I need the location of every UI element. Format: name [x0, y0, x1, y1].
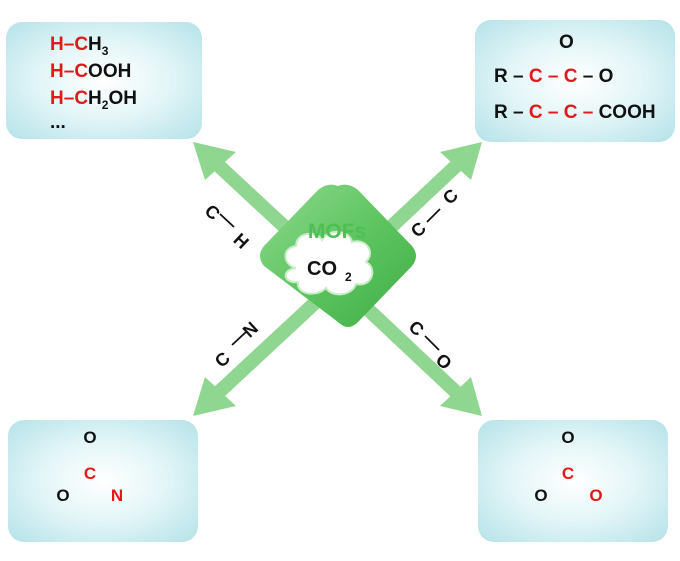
bond-atom-c-2: C — [439, 185, 462, 208]
atom-c: C — [528, 102, 543, 123]
oxazolidinone-carbon: C — [84, 464, 96, 483]
bond-dash: – — [542, 66, 564, 87]
atom-h: H — [50, 34, 64, 55]
atom-h: H — [50, 88, 64, 109]
bond-dash: – — [542, 102, 564, 123]
co2-text: CO — [307, 258, 337, 280]
chem-row-ester: R – C – C – O — [494, 64, 613, 89]
carbonate-carbon: C — [562, 464, 574, 483]
oxazolidinone-ring-o: O — [56, 486, 69, 505]
box-top-left — [6, 22, 202, 139]
oxazolidinone-carbonyl-o: O — [83, 428, 96, 447]
bond-atom-c: C — [201, 201, 224, 224]
group-rest-2: OH — [108, 88, 137, 109]
chem-line-methane: H–CH3 — [50, 32, 108, 64]
atom-c: C — [563, 66, 578, 87]
box-top-right — [475, 20, 675, 142]
carbonate-ring-o-right: O — [589, 486, 602, 505]
chem-line-formic-acid: H–COOH — [50, 59, 131, 84]
oxazolidinone-nitrogen: N — [111, 486, 123, 505]
subscript: 3 — [101, 43, 109, 58]
bond-atom-o: O — [432, 350, 456, 374]
bond-dash: – — [577, 102, 599, 123]
bond-dash: – — [577, 66, 599, 87]
acid-group: COOH — [598, 102, 656, 123]
atom-c: C — [563, 102, 578, 123]
atom-o-double: O — [559, 32, 574, 53]
bond-dash: – — [63, 34, 75, 55]
arrow-bottom-right — [353, 294, 482, 416]
bond-dash: – — [63, 88, 75, 109]
carbonate-ring-o-left: O — [534, 486, 547, 505]
group-rest: H — [88, 34, 102, 55]
bond-label-co: C O — [405, 317, 456, 374]
atom-r: R — [494, 102, 508, 123]
bond-dash: – — [63, 61, 75, 82]
atom-c: C — [74, 34, 89, 55]
atom-c: C — [74, 61, 89, 82]
bond-label-ch: C H — [201, 201, 253, 253]
carbonate-carbonyl-o: O — [561, 428, 574, 447]
mofs-label: MOFs — [308, 220, 366, 243]
bond-dash: – — [507, 66, 529, 87]
bond-atom-h: H — [230, 229, 253, 252]
bond-label-cc: C C — [407, 185, 462, 241]
box-bottom-right — [478, 420, 668, 542]
chem-ellipsis: ... — [50, 112, 66, 133]
atom-o: O — [598, 66, 614, 87]
box-bottom-left — [8, 420, 198, 542]
atom-r: R — [494, 66, 508, 87]
subscript: 2 — [101, 97, 109, 112]
chem-line-methanol: H–CH2OH — [50, 86, 137, 118]
co2-subscript: 2 — [345, 270, 352, 284]
atom-c: C — [74, 88, 89, 109]
arrow-bottom-left — [193, 294, 323, 416]
atom-h: H — [50, 61, 64, 82]
bond-atom-n: N — [239, 318, 262, 341]
bond-atom-c: C — [211, 348, 234, 371]
group-rest: OOH — [88, 61, 132, 82]
atom-c: C — [528, 66, 543, 87]
co2-cloud — [284, 231, 374, 296]
bond-label-cn: C N — [211, 318, 262, 371]
group-rest: H — [88, 88, 102, 109]
bond-dash: – — [507, 102, 529, 123]
chem-row-acid: R – C – C – COOH — [494, 100, 656, 125]
